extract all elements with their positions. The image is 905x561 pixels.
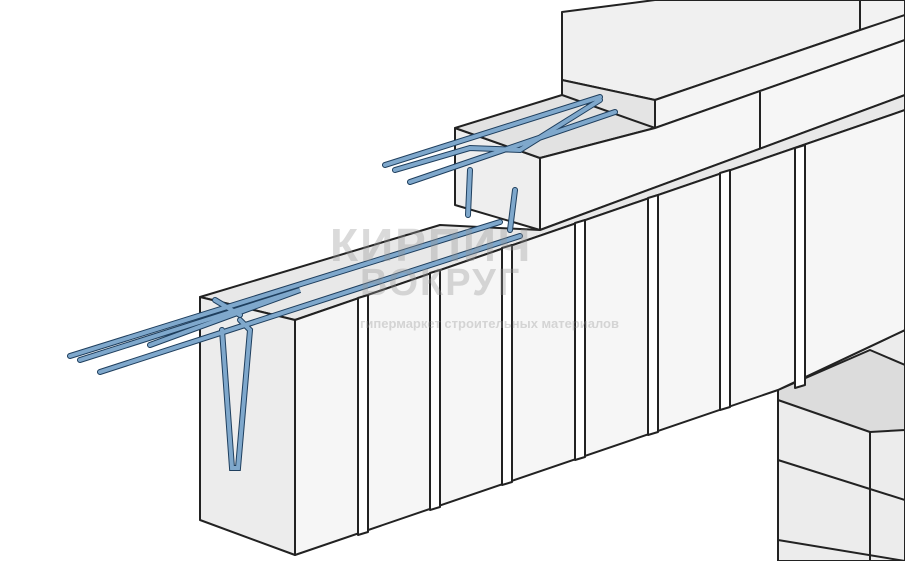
mortar-joints <box>357 144 806 536</box>
watermark-tagline: гипермаркет строительных материалов <box>360 316 619 331</box>
watermark-brand-line1: КИРПИЧ <box>330 219 533 271</box>
upper-block-course <box>454 0 905 231</box>
watermark-brand-line2: ВОКРУГ <box>360 262 522 304</box>
reinforcement-mesh <box>67 94 618 471</box>
